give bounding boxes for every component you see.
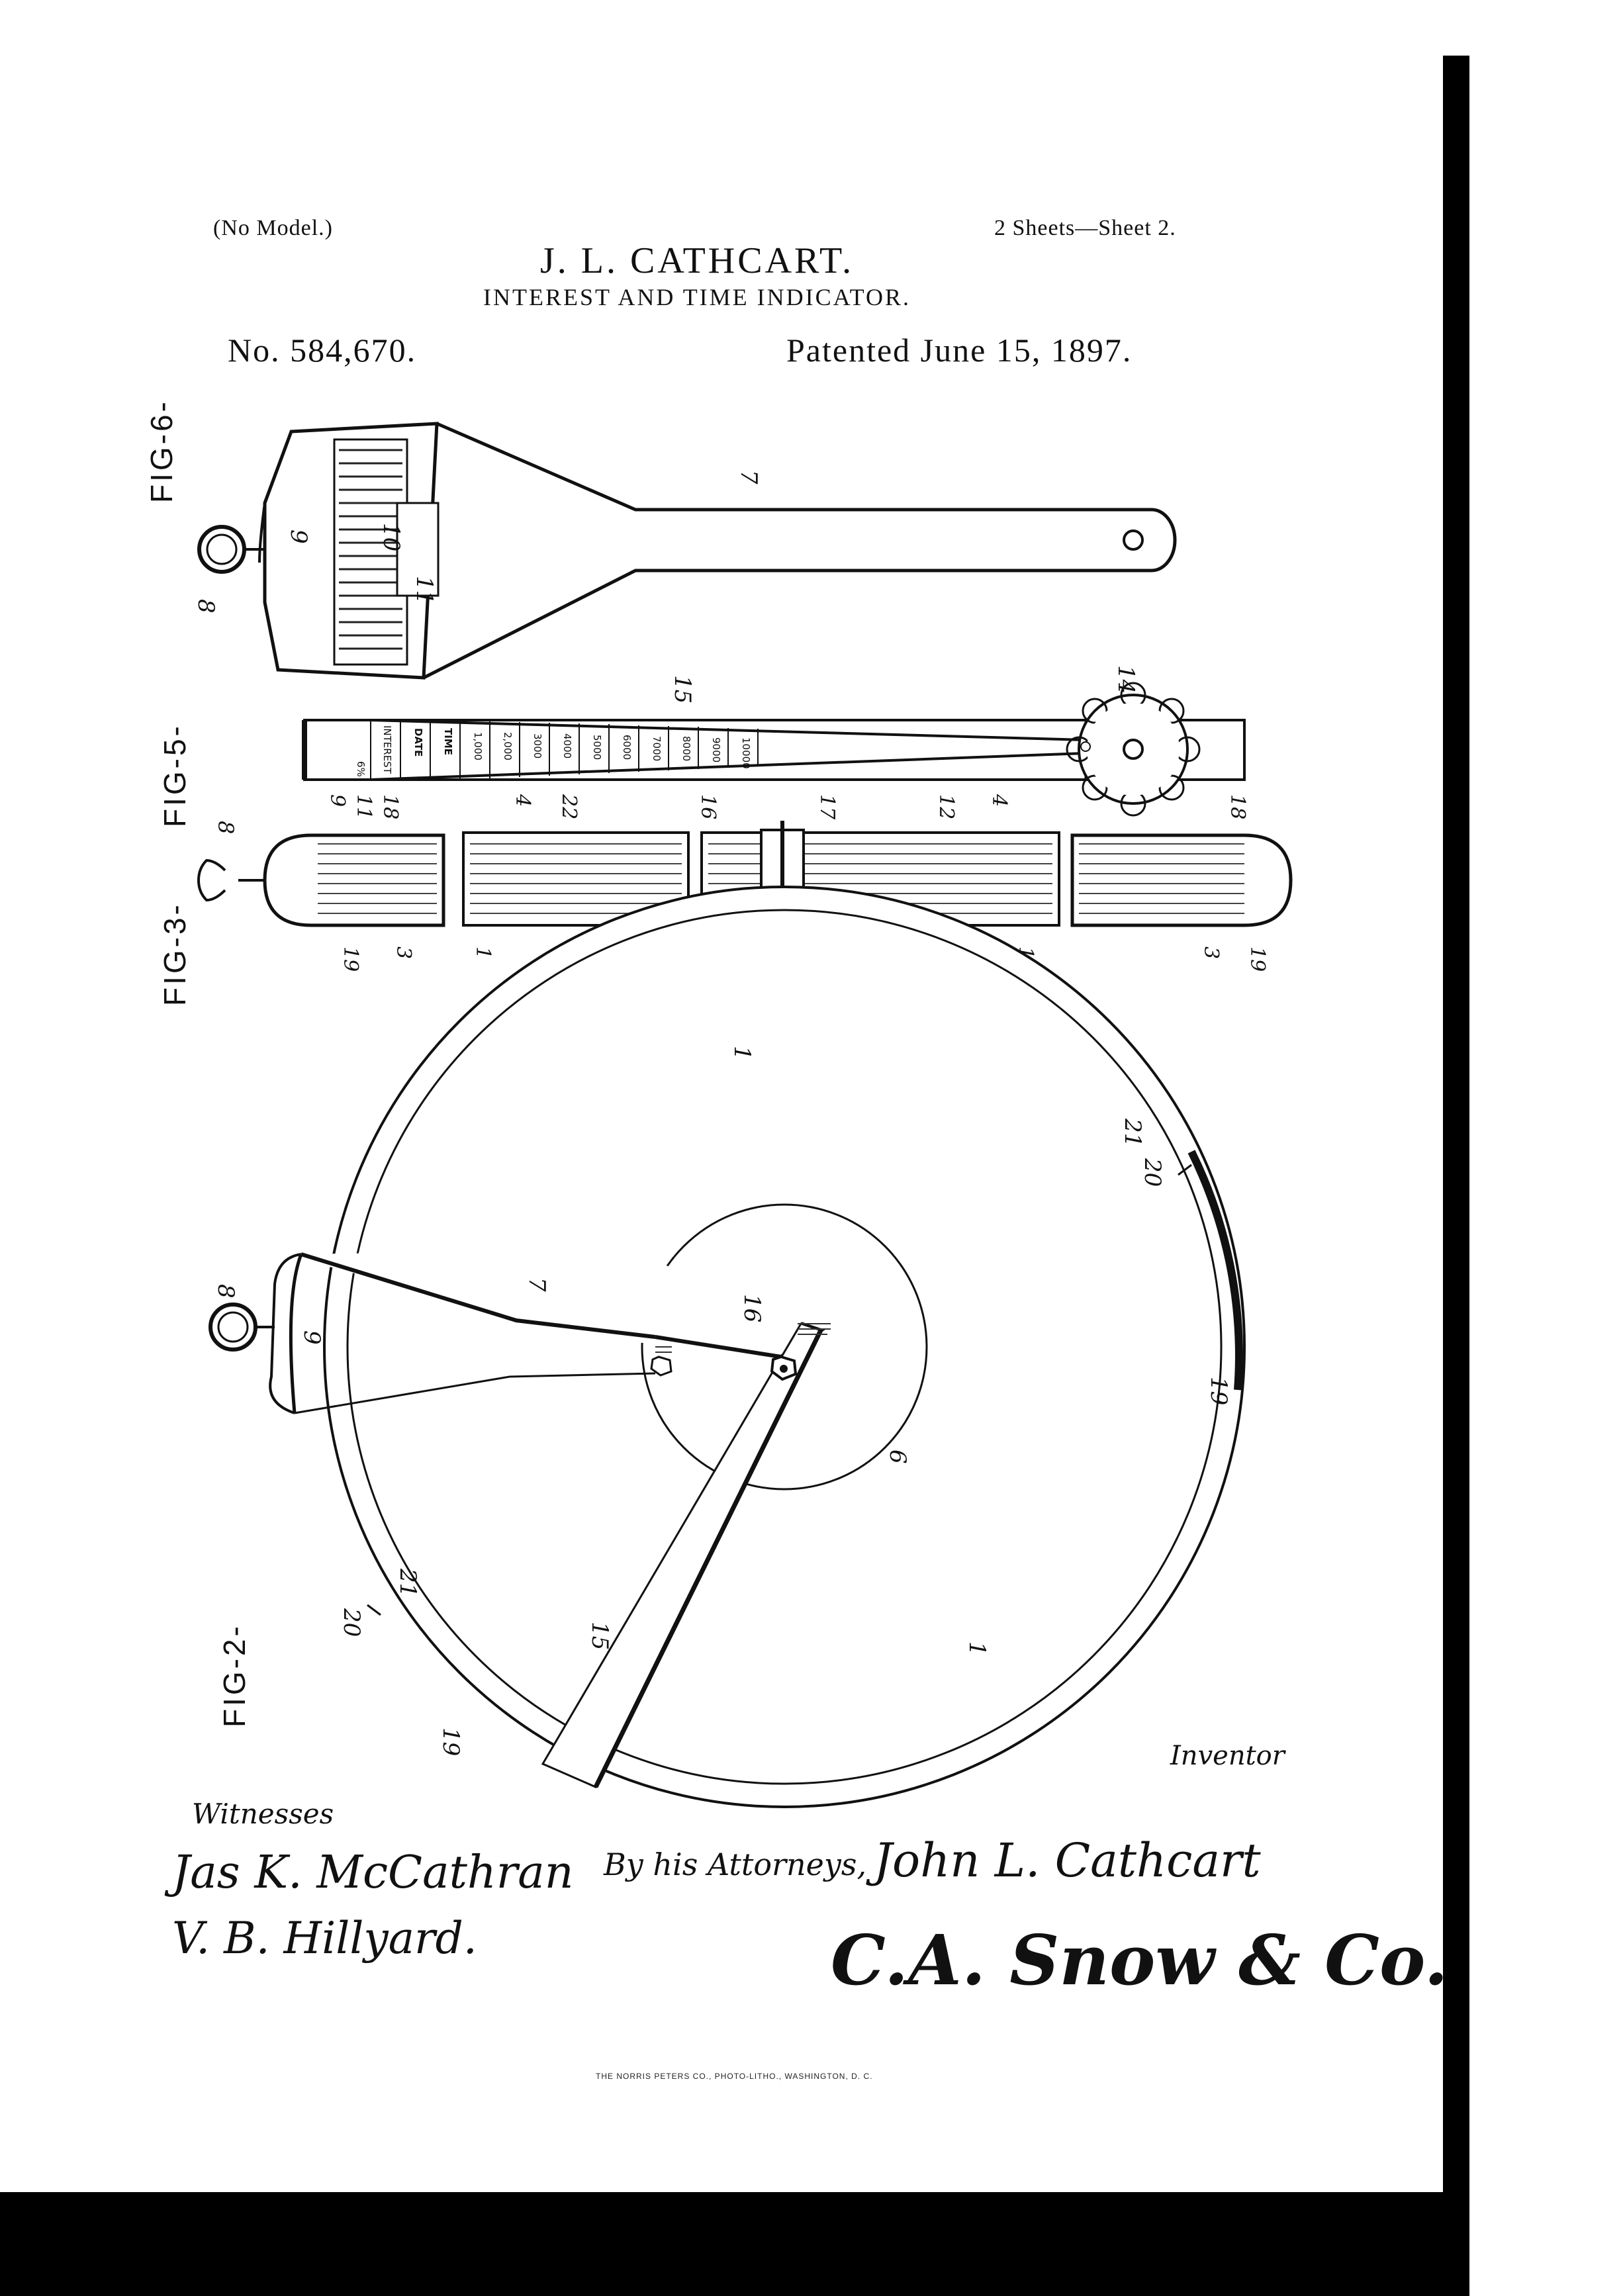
fig6-ref-10: 10 [378,523,404,551]
fig5-ref-14: 14 [1113,665,1139,694]
fig5-ref-15: 15 [669,675,696,704]
patent-title: INTEREST AND TIME INDICATOR. [483,284,911,310]
lithographer-imprint: THE NORRIS PETERS CO., PHOTO-LITHO., WAS… [596,2072,873,2081]
fig3-top-ref-12: 12 [935,794,958,819]
fig3-top-ref-22: 22 [557,794,580,819]
scan-edge-right [1443,56,1469,2296]
inventor-signature: John L. Cathcart [874,1833,1261,1888]
strip-value-4: 4000 [561,733,573,758]
fig3-top-ref-9: 9 [326,794,349,807]
fig5-label: FIG-5- [158,723,192,827]
fig3-top-ref-18b: 18 [1226,794,1249,819]
fig2-label: FIG-2- [217,1624,252,1727]
inventor-label: Inventor [1170,1741,1285,1771]
fig6-drawing: 8 9 10 11 7 FIG-6- [144,399,1177,680]
fig6-ref-9: 9 [285,529,312,544]
model-note: (No Model.) [213,216,333,240]
attorneys-by-line: By his Attorneys, [604,1847,867,1882]
strip-value-3: 3000 [532,733,543,758]
fig5-drawing: 6% INTEREST DATE TIME 1,000 2,000 3000 4… [158,665,1246,827]
fig2-ref-9: 9 [299,1330,325,1345]
strip-value-8: 8000 [680,736,692,761]
scan-edge-bottom [0,2192,1469,2296]
fig2-ref-21-left: 21 [394,1568,421,1597]
fig6-label: FIG-6- [144,399,179,503]
witnesses-label: Witnesses [192,1798,334,1830]
strip-value-2: 2,000 [502,732,514,760]
fig2-ref-19-left: 19 [438,1727,464,1756]
strip-value-7: 7000 [651,736,663,761]
fig2-ref-15: 15 [586,1622,613,1650]
strip-value-10: 10000 [740,737,752,769]
fig3-top-ref-18: 18 [379,794,402,819]
fig3-top-ref-4b: 4 [988,794,1011,807]
strip-value-6: 6000 [621,735,633,760]
fig3-bottom-ref-3b: 3 [1199,946,1223,959]
strip-value-1: 1,000 [472,732,484,760]
fig3-top-ref-4: 4 [511,794,534,807]
strip-label-date: DATE [412,728,424,757]
fig3-label: FIG-3- [158,902,192,1006]
fig3-bottom-ref-19: 19 [339,946,362,972]
witness-1-signature: Jas K. McCathran [172,1847,574,1899]
fig6-ref-7: 7 [735,470,762,484]
strip-value-9: 9000 [710,737,722,762]
fig2-ref-1-bottom: 1 [964,1641,990,1656]
fig2-ref-6: 6 [884,1449,911,1464]
fig3-drawing: 8 9 11 18 4 22 16 17 12 4 18 19 3 1 2 5 … [158,794,1293,1006]
fig2-ref-16: 16 [739,1294,765,1322]
patent-date: Patented June 15, 1897. [786,332,1133,369]
fig3-bottom-ref-1: 1 [471,946,494,959]
fig3-ref-8: 8 [213,821,238,834]
attorney-signature: C.A. Snow & Co. [831,1919,1448,2001]
fig2-drawing: 1 21 20 8 9 7 16 19 6 15 21 20 19 1 FIG-… [209,886,1246,1808]
strip-value-5: 5000 [591,735,603,760]
strip-label-interest: INTEREST [381,725,393,774]
sheet-count: 2 Sheets—Sheet 2. [994,216,1176,240]
fig3-bottom-ref-3: 3 [392,946,415,959]
fig2-ref-20-right: 20 [1139,1158,1166,1187]
fig3-top-ref-11: 11 [352,794,375,819]
fig2-ref-20-left: 20 [338,1608,365,1637]
fig3-top-ref-17: 17 [815,794,839,820]
fig3-bottom-ref-19b: 19 [1246,946,1269,972]
fig2-ref-1-top: 1 [729,1046,755,1060]
fig6-ref-8: 8 [193,599,219,614]
fig2-ref-19-right: 19 [1205,1377,1232,1405]
fig6-ref-11: 11 [411,576,438,604]
patent-number: No. 584,670. [228,332,417,369]
witness-2-signature: V. B. Hillyard. [172,1913,477,1964]
strip-label-time: TIME [442,728,454,755]
fig2-ref-21-right: 21 [1119,1118,1146,1147]
fig3-top-ref-16: 16 [696,794,719,819]
fig2-ref-8: 8 [212,1284,239,1299]
inventor-name: J. L. CATHCART. [540,240,855,281]
strip-label-rate: 6% [355,761,367,777]
fig2-ref-7: 7 [524,1277,550,1292]
